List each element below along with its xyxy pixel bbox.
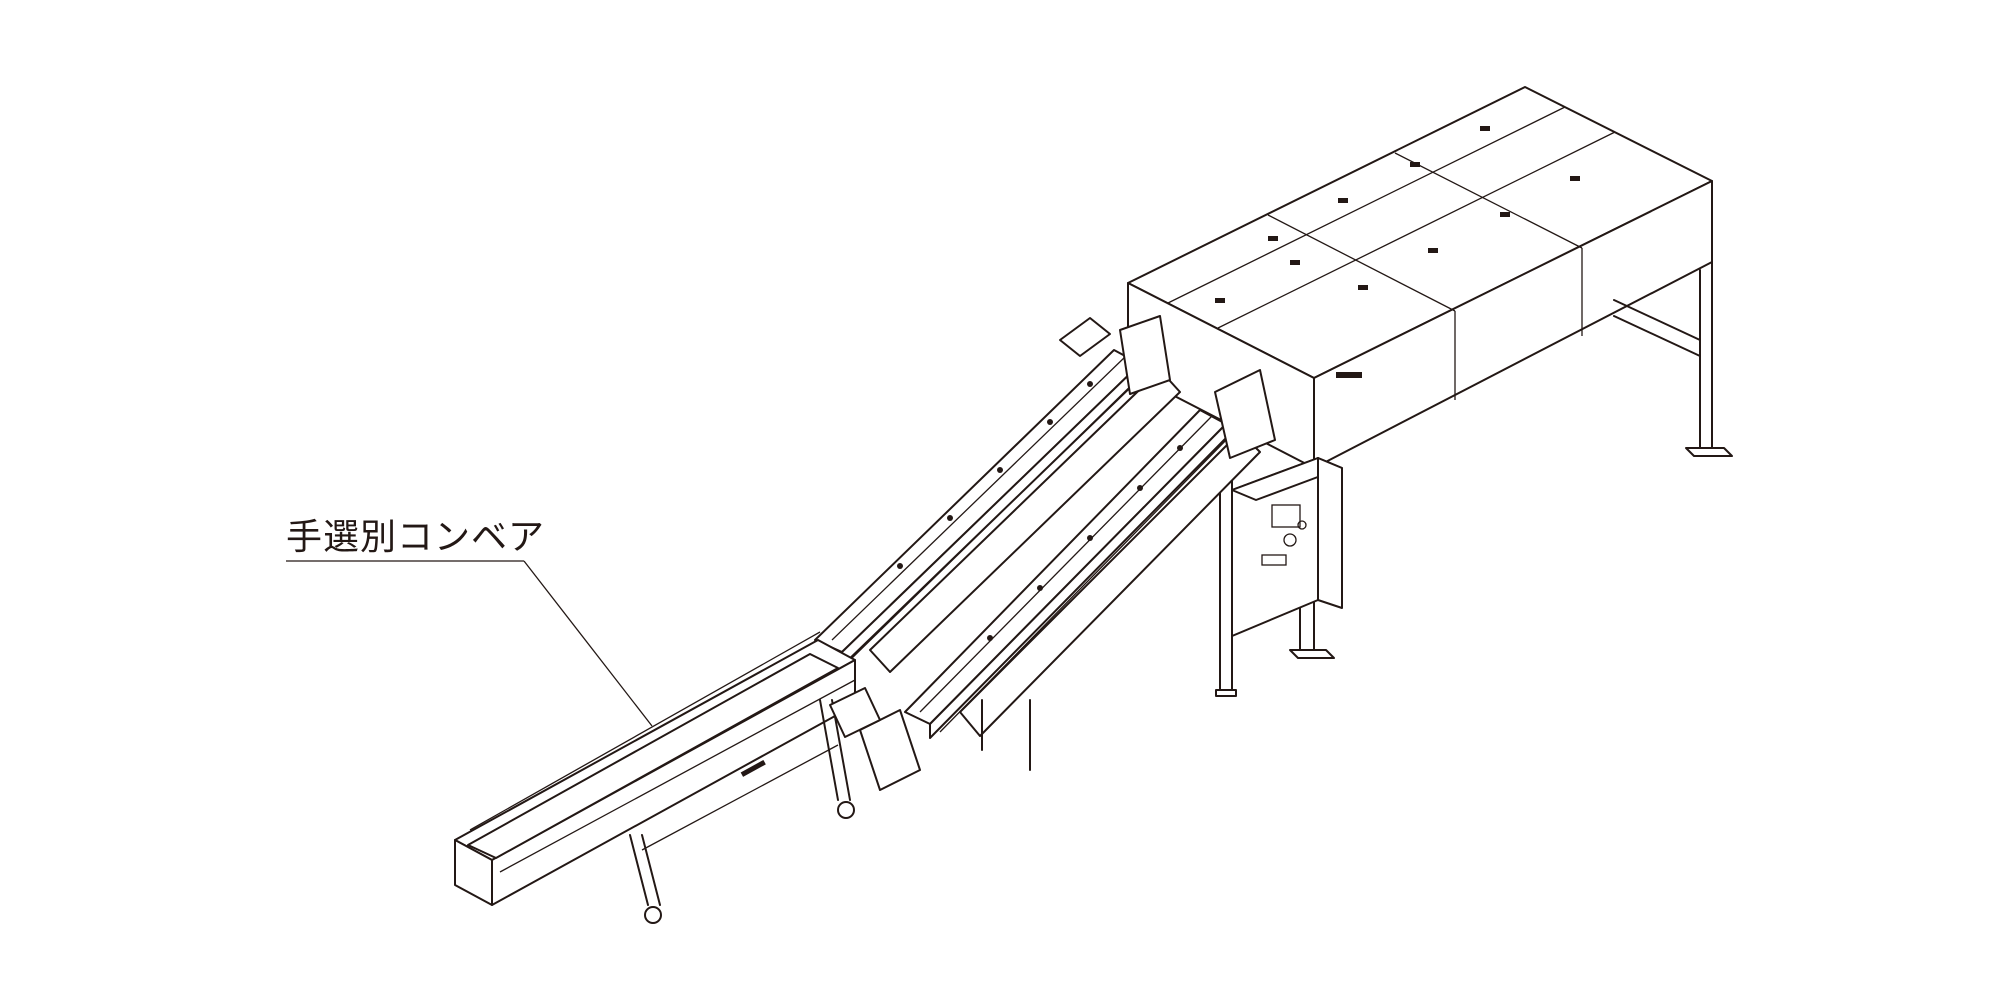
control-panel (1231, 457, 1343, 637)
main-machine-housing (1127, 86, 1713, 469)
hand-sorting-conveyor (454, 631, 881, 924)
callout-label: 手選別コンベア (286, 517, 546, 558)
callout-annotation (286, 560, 653, 727)
middle-inclined-conveyor (859, 369, 1276, 791)
callout-leader-line (523, 560, 653, 727)
upper-inclined-conveyor (814, 315, 1181, 673)
